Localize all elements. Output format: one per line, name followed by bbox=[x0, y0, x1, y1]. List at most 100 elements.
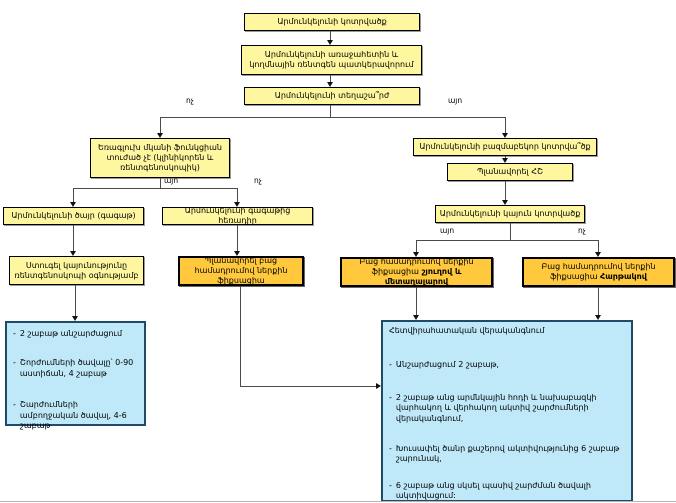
node-displacement-question: Արմունկելունի տեղաշա՞րժ bbox=[244, 87, 420, 105]
arrowhead-down-icon bbox=[70, 251, 76, 256]
arrowhead-down-icon bbox=[234, 251, 240, 256]
connector-line bbox=[330, 31, 331, 40]
connector-line bbox=[505, 117, 506, 133]
arrowhead-down-icon bbox=[234, 202, 240, 207]
arrowhead-down-icon bbox=[72, 316, 78, 321]
connector-line bbox=[505, 181, 506, 200]
bullet-dash: - bbox=[13, 400, 16, 410]
list-item-text: 2 շաբաթ անշարժացում bbox=[19, 329, 123, 338]
rehabilitation-panel-title: Հետվիրահատական վերականգնում bbox=[389, 326, 545, 335]
arrowhead-down-icon bbox=[157, 133, 163, 138]
node-plan-orif-label: Պլանավորել բաց համադրումով ներքին ֆիքսաց… bbox=[194, 256, 288, 285]
connector-line bbox=[598, 287, 599, 315]
list-item-text: Շորժումների ծավալը՝ 0-90 աստիճան, 4 շաբա… bbox=[19, 358, 134, 378]
connector-line bbox=[160, 117, 161, 133]
list-item: - Անշարժացում 2 շաբաթ, bbox=[389, 360, 625, 370]
connector-line bbox=[416, 287, 417, 315]
node-check-stability: Ստուգել կայունությունը ռենտգենոսկոպի օգն… bbox=[9, 256, 144, 285]
list-item-text: Խուսափել ծանր քաշերով ակտիվությունից 6 շ… bbox=[395, 443, 620, 464]
branch-label-no: ոչ bbox=[186, 96, 194, 105]
node-plan-ct-label: Պլանավորել ՀՇ bbox=[476, 167, 543, 176]
connector-line bbox=[237, 188, 238, 202]
connector-line bbox=[240, 386, 376, 387]
branch-label-no: ոչ bbox=[254, 176, 262, 185]
arrowhead-down-icon bbox=[413, 252, 419, 257]
node-stable-fracture-label: Արմունկելունի կայուն կոտրվածք bbox=[439, 209, 581, 218]
list-item: - Խուսափել ծանր քաշերով ակտիվությունից 6… bbox=[389, 444, 625, 465]
list-item: - Շարժումների ամբողջական ծավալ, 4-6 շաբա… bbox=[13, 400, 138, 431]
connector-line bbox=[237, 225, 238, 251]
bullet-dash: - bbox=[13, 358, 16, 368]
bullet-dash: - bbox=[389, 443, 392, 453]
arrowhead-down-icon bbox=[70, 202, 76, 207]
node-xray-imaging: Արմունկելունի առաջահետին և կողմնային ռեն… bbox=[241, 45, 422, 75]
bullet-dash: - bbox=[389, 392, 392, 402]
arrowhead-down-icon bbox=[595, 252, 601, 257]
page-bottom-divider bbox=[0, 501, 676, 502]
rehabilitation-panel: Հետվիրահատական վերականգնում - Անշարժացու… bbox=[381, 320, 633, 502]
connector-line bbox=[416, 240, 417, 252]
node-orif-tension-band: Բաց համադրումով ներքին ֆիքսացիա շյուղով … bbox=[340, 257, 493, 287]
arrowhead-down-icon bbox=[327, 82, 333, 87]
list-item: - 6 շաբաթ անց սկսել պասիվ շարժման ծավալի… bbox=[389, 481, 625, 502]
bullet-dash: - bbox=[389, 480, 392, 490]
branch-label-yes: այո bbox=[164, 176, 179, 185]
connector-line bbox=[160, 178, 161, 188]
node-check-stability-label: Ստուգել կայունությունը ռենտգենոսկոպի օգն… bbox=[14, 260, 139, 280]
node-comminuted-question-label: Արմունկելունի բազմաբեկոր կոտրվա՞ծք bbox=[419, 142, 591, 151]
node-xray-imaging-label: Արմունկելունի առաջահետին և կողմնային ռեն… bbox=[249, 50, 414, 69]
connector-line bbox=[240, 286, 241, 386]
node-olecranon-fracture-label: Արմունկելունի կոտրվածք bbox=[277, 17, 387, 26]
branch-label-no: ոչ bbox=[578, 226, 586, 235]
connector-line bbox=[330, 105, 331, 117]
node-displacement-question-label: Արմունկելունի տեղաշա՞րժ bbox=[274, 91, 390, 100]
list-item: - 2 շաբաթ անշարժացում bbox=[13, 329, 138, 339]
list-item: - 2 շաբաթ անց արմնկային հոդի և նախաբազկի… bbox=[389, 393, 625, 424]
list-item-text: Շարժումների ամբողջական ծավալ, 4-6 շաբաթ bbox=[19, 400, 127, 430]
node-plan-ct: Պլանավորել ՀՇ bbox=[447, 163, 573, 181]
connector-line bbox=[505, 156, 506, 158]
orif-plate-emphasis: Հարթակով bbox=[600, 272, 647, 281]
connector-line bbox=[75, 285, 76, 316]
node-distal-to-tip-label: Արմունկելունի գագաթից հեռադիր bbox=[184, 206, 291, 225]
node-orif-plate: Բաց համադրումով ներքին ֆիքսացիա Հարթակով bbox=[522, 257, 675, 287]
orif-tension-band-line2: ֆիքսացիա bbox=[371, 267, 419, 276]
arrowhead-down-icon bbox=[502, 158, 508, 163]
node-comminuted-question: Արմունկելունի բազմաբեկոր կոտրվա՞ծք bbox=[413, 138, 597, 156]
connector-line bbox=[416, 240, 598, 241]
arrowhead-right-icon bbox=[376, 383, 381, 389]
orif-tension-band-line1: Բաց համադրումով ներքին bbox=[359, 257, 474, 266]
node-olecranon-tip: Արմունկելունի ծայր (գագաթ) bbox=[3, 207, 144, 225]
connector-line bbox=[73, 188, 237, 189]
node-triceps-function: Եռագլուխ մկանի ֆունկցիան տուժած չէ (կլին… bbox=[90, 138, 230, 178]
connector-line bbox=[73, 225, 74, 251]
node-triceps-function-label: Եռագլուխ մկանի ֆունկցիան տուժած չէ (կլին… bbox=[98, 143, 222, 172]
node-olecranon-fracture: Արմունկելունի կոտրվածք bbox=[244, 13, 420, 31]
connector-line bbox=[510, 223, 511, 240]
arrowhead-down-icon bbox=[502, 133, 508, 138]
branch-label-yes: այո bbox=[440, 226, 455, 235]
connector-line bbox=[160, 117, 506, 118]
arrowhead-down-icon bbox=[595, 315, 601, 320]
bullet-dash: - bbox=[389, 360, 392, 370]
orif-tension-band-emphasis: շյուղով և մետաղալարով bbox=[384, 267, 462, 286]
list-item-text: Անշարժացում 2 շաբաթ, bbox=[395, 360, 499, 370]
immobilization-panel: - 2 շաբաթ անշարժացում - Շորժումների ծավա… bbox=[5, 321, 146, 430]
bullet-dash: - bbox=[13, 329, 16, 338]
orif-plate-line1: Բաց համադրումով ներքին bbox=[541, 262, 656, 271]
list-item: - Շորժումների ծավալը՝ 0-90 աստիճան, 4 շա… bbox=[13, 358, 138, 379]
arrowhead-down-icon bbox=[502, 200, 508, 205]
arrowhead-down-icon bbox=[327, 40, 333, 45]
node-plan-orif: Պլանավորել բաց համադրումով ներքին ֆիքսաց… bbox=[178, 256, 304, 286]
node-stable-fracture: Արմունկելունի կայուն կոտրվածք bbox=[435, 205, 585, 223]
node-distal-to-tip: Արմունկելունի գագաթից հեռադիր bbox=[162, 206, 313, 225]
node-orif-tension-band-label: Բաց համադրումով ներքին ֆիքսացիա շյուղով … bbox=[345, 257, 488, 287]
connector-line bbox=[330, 75, 331, 82]
branch-label-yes: այո bbox=[448, 96, 463, 105]
list-item-text: 6 շաբաթ անց սկսել պասիվ շարժման ծավալի ա… bbox=[395, 480, 591, 501]
orif-plate-line2: ֆիքսացիա bbox=[550, 272, 598, 281]
node-olecranon-tip-label: Արմունկելունի ծայր (գագաթ) bbox=[11, 211, 136, 220]
node-orif-plate-label: Բաց համադրումով ներքին ֆիքսացիա Հարթակով bbox=[541, 262, 655, 282]
connector-line bbox=[73, 188, 74, 202]
